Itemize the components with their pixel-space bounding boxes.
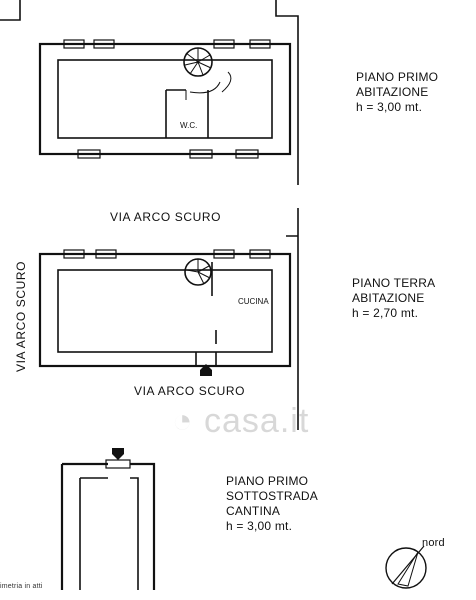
first-floor-title: PIANO PRIMO [356,70,438,85]
kitchen-label: CUCINA [238,297,269,306]
ground-floor-use: ABITAZIONE [352,291,425,305]
ground-entrance [195,330,217,366]
adjacent-building-top [0,0,299,185]
basement-floor-level: SOTTOSTRADA [226,489,318,503]
basement-floor-title: PIANO PRIMO [226,474,309,488]
basement-floor-use: CANTINA [226,504,281,518]
basement-floor-height: h = 3,00 mt. [226,519,293,533]
basement-plan [60,448,156,590]
north-compass [385,545,427,589]
ground-floor-height: h = 2,70 mt. [352,306,419,320]
street-label-bottom: VIA ARCO SCURO [134,384,246,398]
street-label-side: VIA ARCO SCURO [14,260,28,372]
watermark-icon: ◔ [172,402,194,440]
first-floor-use: ABITAZIONE [356,85,429,99]
adjacent-building-middle [286,208,299,430]
north-label: nord [422,537,445,549]
first-floor-plan [38,39,292,159]
watermark-text: casa.it [204,402,310,440]
wc-room [165,89,209,138]
street-label-top: VIA ARCO SCURO [110,210,222,224]
entrance-arrow [200,364,212,376]
ground-floor-title: PIANO TERRA [352,276,436,290]
wc-label: W.C. [180,121,198,130]
first-floor-height: h = 3,00 mt. [356,100,423,114]
footer-note: imetria in atti [0,583,43,590]
first-floor-line1: PIANO PRIMO [356,70,439,84]
watermark-logo: ◔ casa.it [172,402,309,441]
ground-floor-plan [38,249,292,376]
basement-arrow [112,448,124,460]
